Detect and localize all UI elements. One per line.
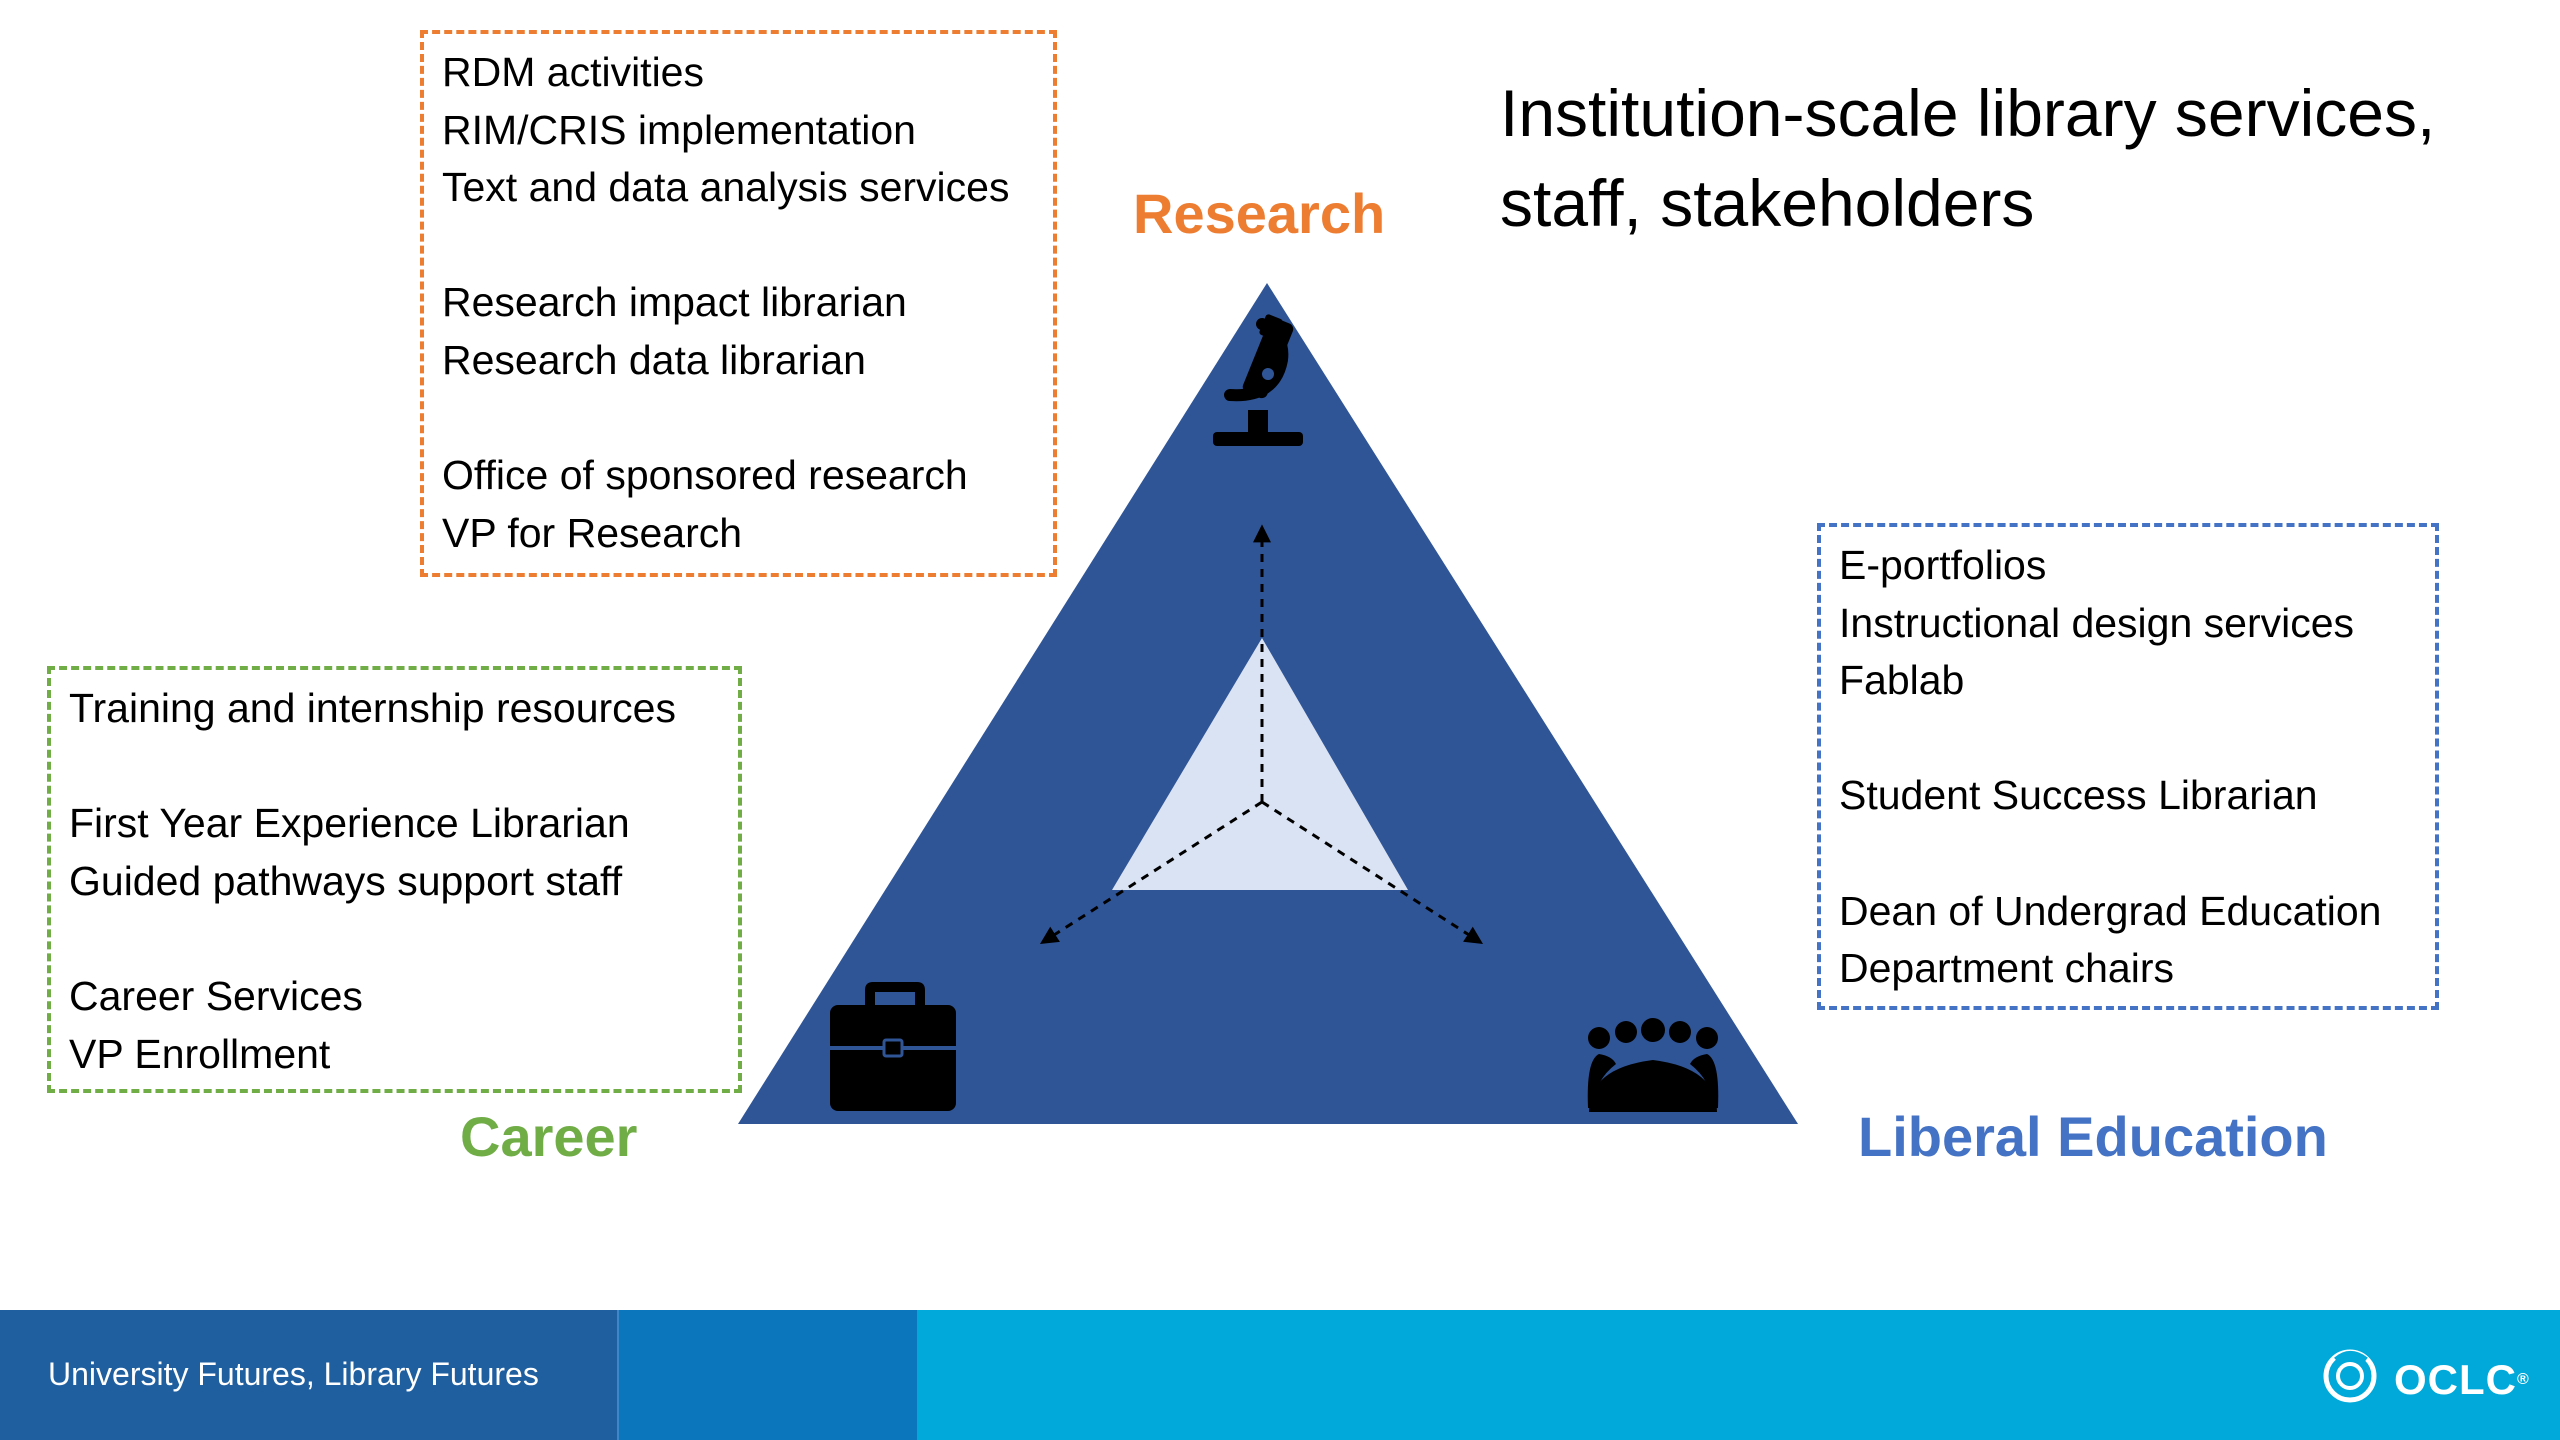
career-service-item: Training and internship resources (69, 685, 676, 731)
inner-triangle (1112, 638, 1408, 890)
liberal-staff-item: Student Success Librarian (1839, 772, 2318, 819)
research-service-item: RDM activities (442, 49, 704, 95)
oclc-logo-mark (2323, 1349, 2377, 1403)
footer-text: University Futures, Library Futures (48, 1356, 539, 1392)
liberal-service-item: Instructional design services (1839, 599, 2355, 646)
spacer (69, 910, 720, 968)
liberal-education-heading: Liberal Education (1858, 1105, 2328, 1168)
footer-middle-panel (617, 1310, 917, 1440)
career-services-box: Training and internship resources First … (47, 666, 742, 1093)
research-stakeholder-item: VP for Research (442, 509, 743, 556)
research-service-item: RIM/CRIS implementation (442, 106, 916, 153)
liberal-stakeholder-item: Dean of Undergrad Education (1839, 887, 2382, 934)
research-staff-item: Research impact librarian (442, 279, 907, 326)
liberal-service-item: Fablab (1839, 657, 1965, 704)
triangle-diagram (738, 283, 1798, 1124)
group-people-icon (1587, 1018, 1719, 1112)
research-services-box: RDM activities RIM/CRIS implementation T… (420, 30, 1057, 577)
career-stakeholder-item: Career Services (69, 972, 363, 1019)
spacer (1839, 825, 2417, 883)
slide-title-line-1: Institution-scale library services, (1500, 76, 2436, 150)
liberal-stakeholder-item: Department chairs (1839, 945, 2174, 992)
briefcase-icon (830, 982, 956, 1111)
career-stakeholder-item: VP Enrollment (69, 1030, 331, 1077)
microscope-icon (1213, 314, 1303, 446)
research-staff-item: Research data librarian (442, 336, 866, 383)
research-heading: Research (1133, 182, 1386, 245)
slide-title-line-2: staff, stakeholders (1500, 166, 2035, 240)
oclc-logo-text: OCLC® (2394, 1356, 2530, 1404)
research-service-item: Text and data analysis services (442, 164, 1010, 211)
liberal-education-services-box: E-portfolios Instructional design servic… (1817, 523, 2439, 1010)
footer-left-panel: University Futures, Library Futures (0, 1310, 617, 1440)
arrow-to-liberal-education (1261, 800, 1484, 944)
career-staff-item: Guided pathways support staff (69, 857, 623, 904)
oclc-logo-label: OCLC (2394, 1356, 2517, 1403)
oclc-logo-registered-mark: ® (2517, 1371, 2530, 1388)
slide-title: Institution-scale library services, staf… (1500, 68, 2435, 248)
career-heading: Career (460, 1105, 638, 1168)
footer-bar: University Futures, Library Futures OCLC… (0, 1310, 2560, 1440)
spacer (69, 738, 720, 796)
liberal-service-item: E-portfolios (1839, 542, 2047, 588)
arrow-to-career (1039, 800, 1263, 944)
spacer (1839, 710, 2417, 768)
research-stakeholder-item: Office of sponsored research (442, 452, 968, 499)
career-staff-item: First Year Experience Librarian (69, 800, 630, 847)
